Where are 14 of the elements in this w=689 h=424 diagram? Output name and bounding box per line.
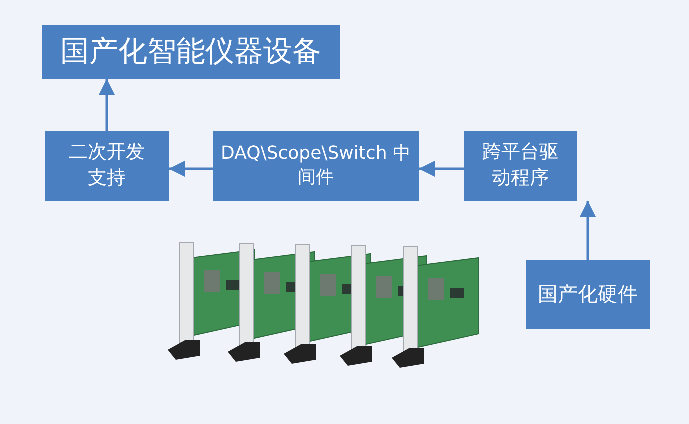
- arrow: [99, 79, 115, 131]
- process-box: [45, 131, 169, 201]
- box-label: 国产化智能仪器设备: [60, 33, 322, 70]
- process-box: [42, 25, 340, 79]
- arrow: [169, 161, 213, 177]
- process-box: [464, 131, 577, 201]
- process-box: [213, 131, 419, 201]
- box-label: 二次开发支持: [68, 140, 146, 191]
- process-box: [526, 260, 650, 329]
- box-label: DAQ\Scope\Switch 中间件: [220, 142, 412, 190]
- arrow: [580, 201, 596, 260]
- box-label: 国产化硬件: [538, 281, 638, 308]
- arrow: [419, 161, 464, 177]
- box-label: 跨平台驱动程序: [482, 140, 560, 191]
